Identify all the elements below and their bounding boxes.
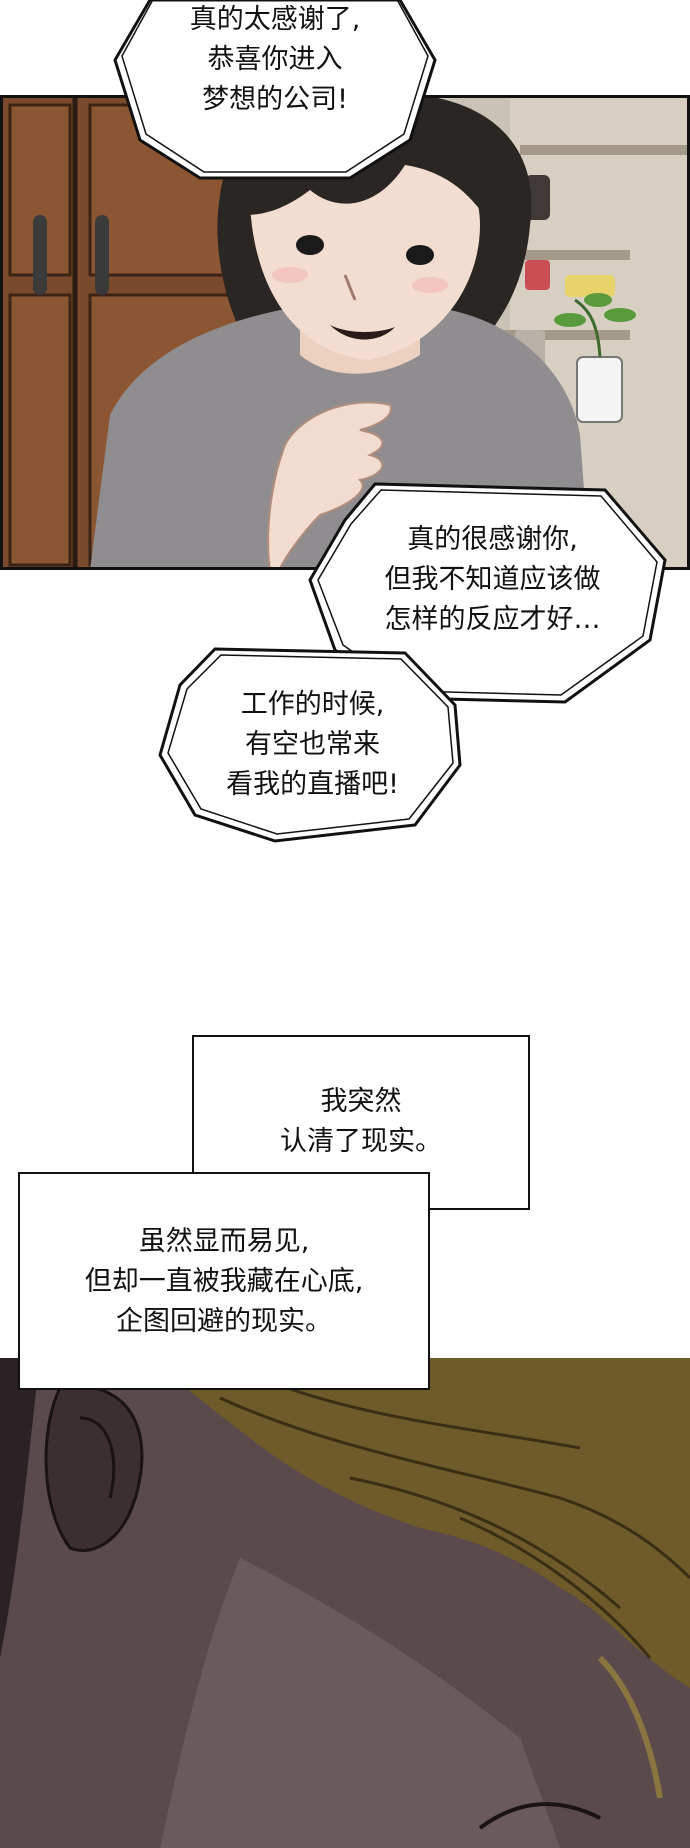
caption-second-line-2: 但却一直被我藏在心底,	[84, 1266, 364, 1297]
eye-line	[478, 1802, 601, 1830]
bubble-top-line-2: 恭喜你进入	[207, 44, 343, 75]
caption-first-line-1: 我突然	[320, 1086, 402, 1117]
bubble-middle-line-1: 真的很感谢你,	[407, 524, 578, 555]
ear	[44, 1385, 144, 1552]
bubble-lower-line-3: 看我的直播吧!	[226, 769, 399, 800]
caption-second-line-1: 虽然显而易见,	[138, 1226, 310, 1257]
bubble-middle-line-3: 怎样的反应才好…	[384, 604, 601, 635]
panel-closeup-illustration	[0, 1358, 690, 1848]
hair-strands	[150, 1358, 690, 1688]
bubble-lower-line-2: 有空也常来	[245, 729, 380, 760]
speech-bubble-middle: 真的很感谢你, 但我不知道应该做 怎样的反应才好…	[305, 480, 680, 710]
plant-pot	[576, 356, 623, 423]
woman-eye-right	[406, 245, 434, 265]
bubble-middle-line-2: 但我不知道应该做	[384, 564, 601, 595]
caption-first-line-2: 认清了现实。	[280, 1126, 442, 1157]
speech-bubble-top: 真的太感谢了, 恭喜你进入 梦想的公司!	[110, 0, 440, 180]
bubble-lower-line-1: 工作的时候,	[240, 689, 385, 720]
bubble-top-line-1: 真的太感谢了,	[189, 4, 361, 35]
comic-panel-closeup	[0, 1358, 690, 1848]
woman-mouth	[330, 325, 395, 340]
door-handle-left	[33, 215, 47, 295]
door-handle-right	[95, 215, 109, 295]
narration-box-second: 虽然显而易见, 但却一直被我藏在心底, 企图回避的现实。	[18, 1172, 430, 1390]
woman-eye-left	[296, 235, 324, 255]
caption-second-line-3: 企图回避的现实。	[116, 1306, 332, 1337]
speech-bubble-lower: 工作的时候, 有空也常来 看我的直播吧!	[155, 645, 470, 845]
bubble-top-line-3: 梦想的公司!	[202, 84, 348, 115]
